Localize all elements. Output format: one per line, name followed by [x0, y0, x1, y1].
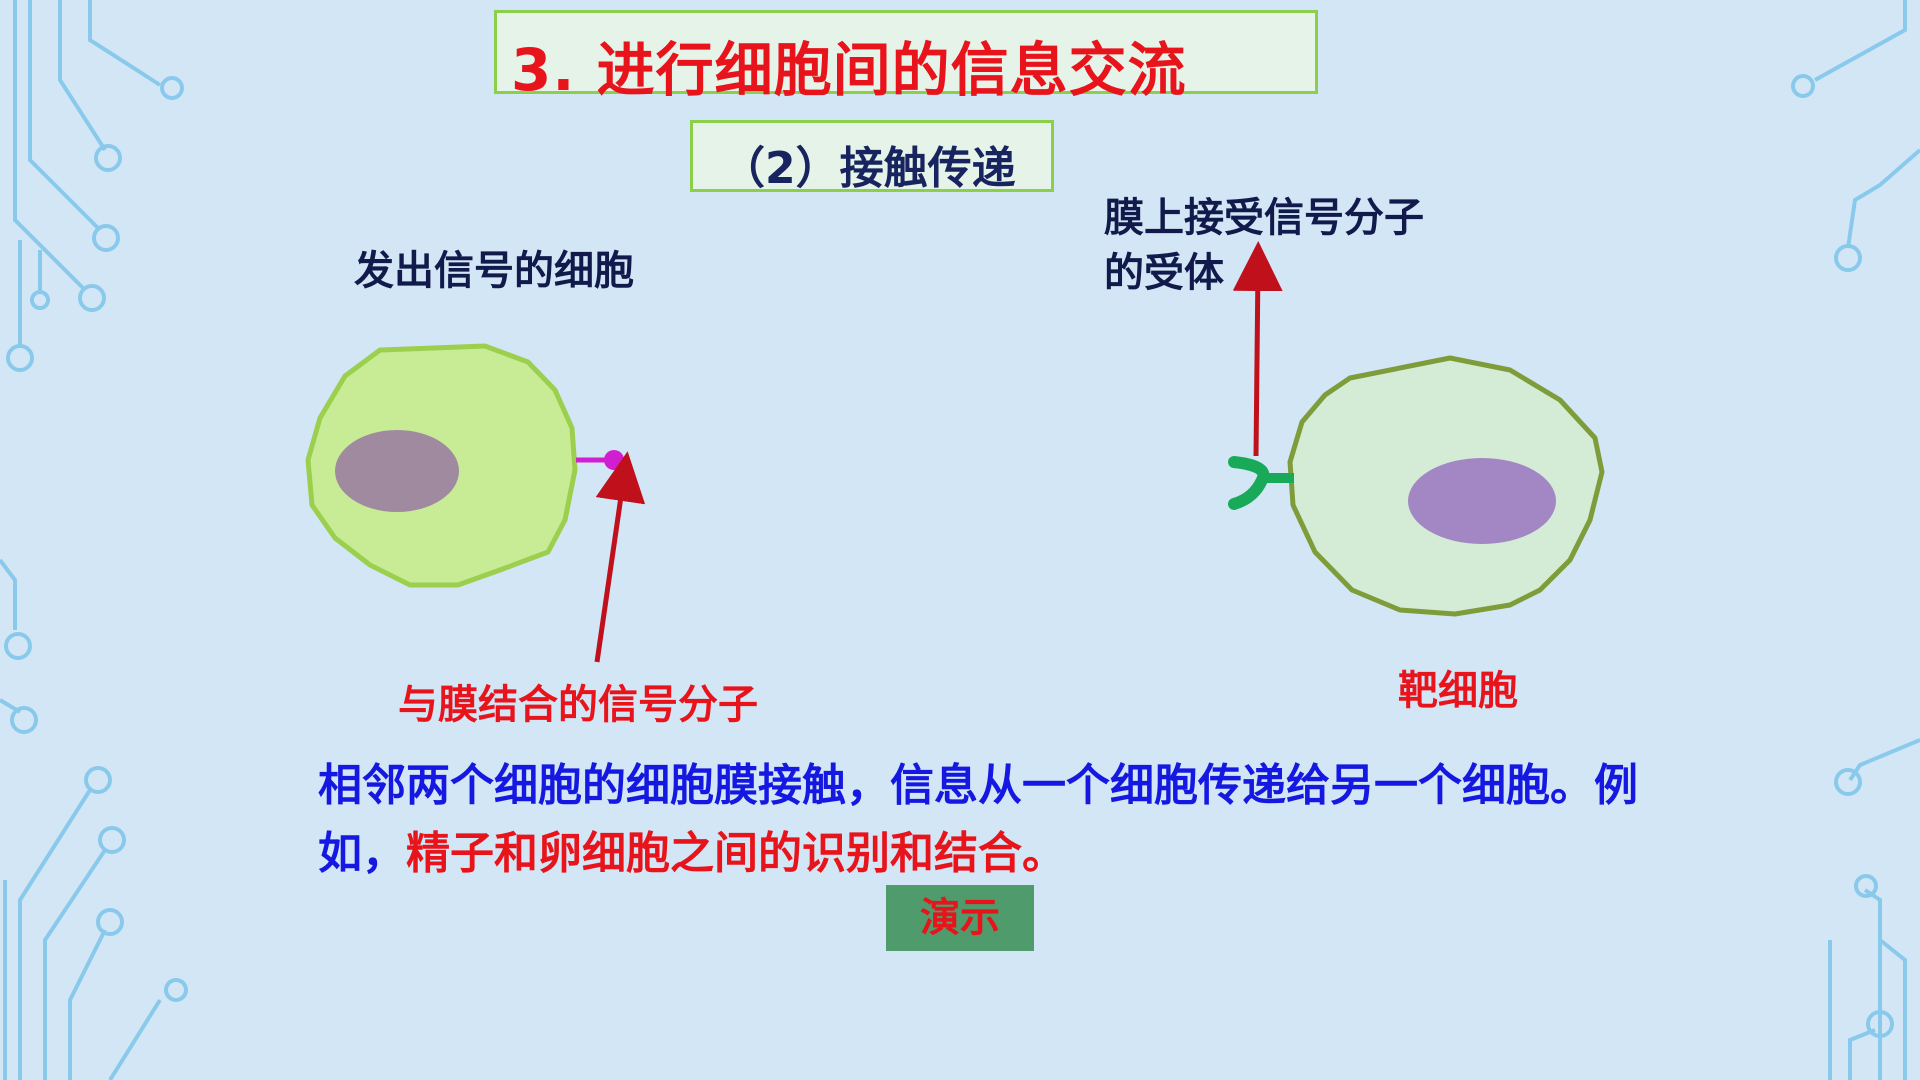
receptor-label-line1: 膜上接受信号分子 — [1104, 195, 1424, 241]
description-part2: 精子和卵细胞之间的识别和结合。 — [406, 828, 1066, 879]
description-part1: 相邻两个细胞的细胞膜接触，信息从一个细胞传递给另一个细胞。例如， — [318, 760, 1638, 879]
signal-cell-nucleus — [335, 430, 459, 512]
receptor-label-line2: 的受体 — [1104, 250, 1224, 296]
signal-molecule — [604, 450, 624, 470]
demo-button[interactable]: 演示 — [886, 885, 1034, 951]
target-cell-nucleus — [1408, 458, 1556, 544]
signal-molecule-label: 与膜结合的信号分子 — [398, 682, 758, 728]
receptor — [1228, 456, 1270, 510]
subtitle-box: （2）接触传递 — [690, 120, 1054, 194]
receptor-arrow — [1232, 241, 1283, 457]
slide-title: 3. 进行细胞间的信息交流 — [511, 36, 1187, 104]
slide-subtitle: （2）接触传递 — [721, 143, 1016, 194]
title-box: 3. 进行细胞间的信息交流 — [494, 10, 1318, 104]
signal-cell-label: 发出信号的细胞 — [354, 248, 634, 294]
target-cell-label: 靶细胞 — [1398, 668, 1518, 714]
signal-molecule-arrow — [594, 451, 646, 663]
description: 相邻两个细胞的细胞膜接触，信息从一个细胞传递给另一个细胞。例如，精子和卵细胞之间… — [318, 752, 1638, 888]
